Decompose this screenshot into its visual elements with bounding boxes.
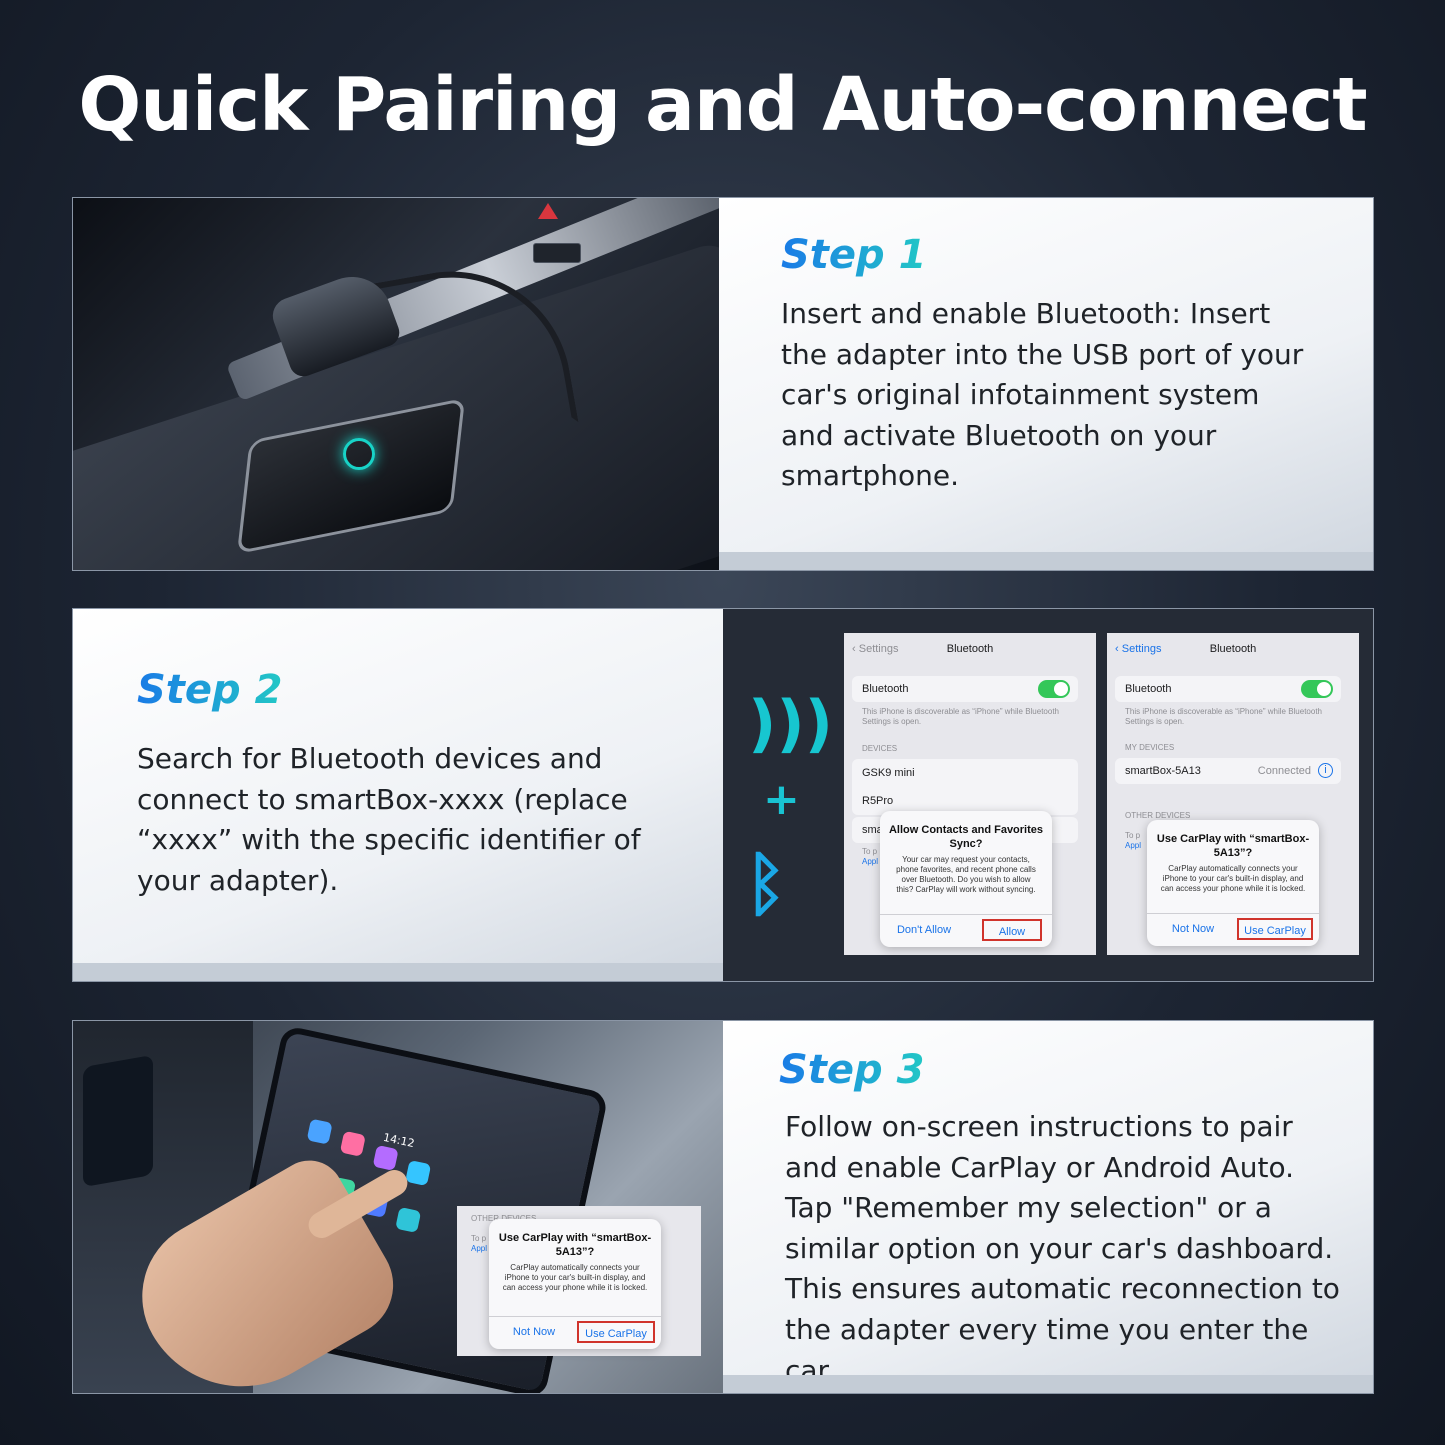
step-1-title: Step 1 bbox=[781, 232, 927, 278]
partial-note: To p bbox=[862, 847, 878, 856]
wireless-waves-icon: ))) bbox=[748, 687, 834, 760]
back-button[interactable]: ‹ Settings bbox=[1115, 643, 1162, 655]
plus-icon: + bbox=[763, 774, 800, 825]
step-2-description: Search for Bluetooth devices and connect… bbox=[137, 742, 641, 897]
hazard-icon bbox=[538, 203, 558, 219]
contacts-sync-dialog: Allow Contacts and Favorites Sync? Your … bbox=[880, 811, 1052, 947]
step-3-text-card: Step 3 Follow on-screen instructions to … bbox=[723, 1021, 1373, 1393]
phone-screens-area: ))) + ᛒ ‹ Settings Bluetooth Bluetooth T… bbox=[723, 609, 1373, 981]
nav-title: Bluetooth bbox=[946, 643, 994, 655]
connection-status: Connected bbox=[1257, 765, 1311, 777]
device-item[interactable]: R5Pro bbox=[862, 795, 894, 807]
device-list: GSK9 mini R5Pro bbox=[852, 759, 1078, 815]
dialog-body: Your car may request your contacts, phon… bbox=[896, 855, 1036, 894]
nav-title: Bluetooth bbox=[1209, 643, 1257, 655]
step-2-title: Step 2 bbox=[137, 667, 283, 713]
my-devices-header: MY DEVICES bbox=[1125, 743, 1175, 752]
not-now-button[interactable]: Not Now bbox=[1171, 923, 1215, 935]
not-now-button[interactable]: Not Now bbox=[512, 1326, 556, 1338]
step-3-panel: 14:12 OTHER DEVICES To p Appl Use CarPla… bbox=[72, 1020, 1374, 1394]
connected-device-row[interactable]: smartBox-5A13 Connected i bbox=[1115, 758, 1341, 784]
device-name: smartBox-5A13 bbox=[1125, 765, 1201, 777]
devices-section-header: DEVICES bbox=[862, 744, 898, 753]
step-3-title: Step 3 bbox=[779, 1047, 925, 1093]
partial-link: Appl bbox=[471, 1244, 488, 1253]
info-icon[interactable]: i bbox=[1318, 763, 1333, 778]
partial-note: To p bbox=[1125, 831, 1141, 840]
dont-allow-button[interactable]: Don't Allow bbox=[896, 924, 952, 936]
dialog-title: Allow Contacts and Favorites Sync? bbox=[888, 824, 1044, 850]
carplay-prompt-inset: OTHER DEVICES To p Appl Use CarPlay with… bbox=[457, 1206, 701, 1356]
step-2-text-card: Step 2 Search for Bluetooth devices and … bbox=[73, 609, 723, 981]
dialog-body: CarPlay automatically connects your iPho… bbox=[502, 1263, 648, 1292]
bluetooth-toggle[interactable] bbox=[1301, 680, 1333, 698]
dialog-title: Use CarPlay with “smartBox-5A13”? bbox=[498, 1232, 652, 1258]
use-carplay-button[interactable]: Use CarPlay bbox=[577, 1321, 655, 1343]
other-devices-header: OTHER DEVICES bbox=[1125, 811, 1191, 820]
partial-link: Appl bbox=[862, 857, 879, 866]
bluetooth-toggle-row: Bluetooth bbox=[852, 676, 1078, 702]
car-console-photo bbox=[73, 198, 719, 570]
step-1-text-card: Step 1 Insert and enable Bluetooth: Inse… bbox=[719, 198, 1373, 570]
dialog-body: CarPlay automatically connects your iPho… bbox=[1160, 864, 1306, 893]
step-3-description: Follow on-screen instructions to pair an… bbox=[785, 1110, 1340, 1387]
carplay-led-icon bbox=[343, 438, 375, 470]
allow-button[interactable]: Allow bbox=[982, 919, 1042, 941]
page-title: Quick Pairing and Auto-connect bbox=[78, 62, 1367, 148]
other-devices-header: OTHER DEVICES bbox=[471, 1214, 536, 1223]
car-display-photo: 14:12 OTHER DEVICES To p Appl Use CarPla… bbox=[73, 1021, 723, 1393]
bluetooth-toggle[interactable] bbox=[1038, 680, 1070, 698]
bluetooth-icon: ᛒ bbox=[745, 843, 787, 925]
step-2-panel: Step 2 Search for Bluetooth devices and … bbox=[72, 608, 1374, 982]
instrument-cluster bbox=[83, 1054, 153, 1188]
partial-note: To p bbox=[471, 1234, 487, 1243]
use-carplay-button[interactable]: Use CarPlay bbox=[1237, 918, 1313, 940]
step-1-panel: Step 1 Insert and enable Bluetooth: Inse… bbox=[72, 197, 1374, 571]
use-carplay-dialog: Use CarPlay with “smartBox-5A13”? CarPla… bbox=[489, 1219, 661, 1349]
discoverable-note: This iPhone is discoverable as “iPhone” … bbox=[1125, 707, 1322, 726]
partial-link: Appl bbox=[1125, 841, 1142, 850]
discoverable-note: This iPhone is discoverable as “iPhone” … bbox=[862, 707, 1059, 726]
use-carplay-dialog: Use CarPlay with “smartBox-5A13”? CarPla… bbox=[1147, 820, 1319, 946]
usb-port-icon bbox=[533, 243, 581, 263]
step-1-description: Insert and enable Bluetooth: Insert the … bbox=[781, 297, 1304, 493]
phone-screen-connected: ‹ Settings Bluetooth Bluetooth This iPho… bbox=[1107, 633, 1359, 955]
phone-screen-devices: ‹ Settings Bluetooth Bluetooth This iPho… bbox=[844, 633, 1096, 955]
back-button[interactable]: ‹ Settings bbox=[852, 643, 899, 655]
device-item[interactable]: GSK9 mini bbox=[862, 767, 915, 779]
dialog-title: Use CarPlay with “smartBox-5A13”? bbox=[1156, 833, 1310, 859]
bluetooth-toggle-row: Bluetooth bbox=[1115, 676, 1341, 702]
